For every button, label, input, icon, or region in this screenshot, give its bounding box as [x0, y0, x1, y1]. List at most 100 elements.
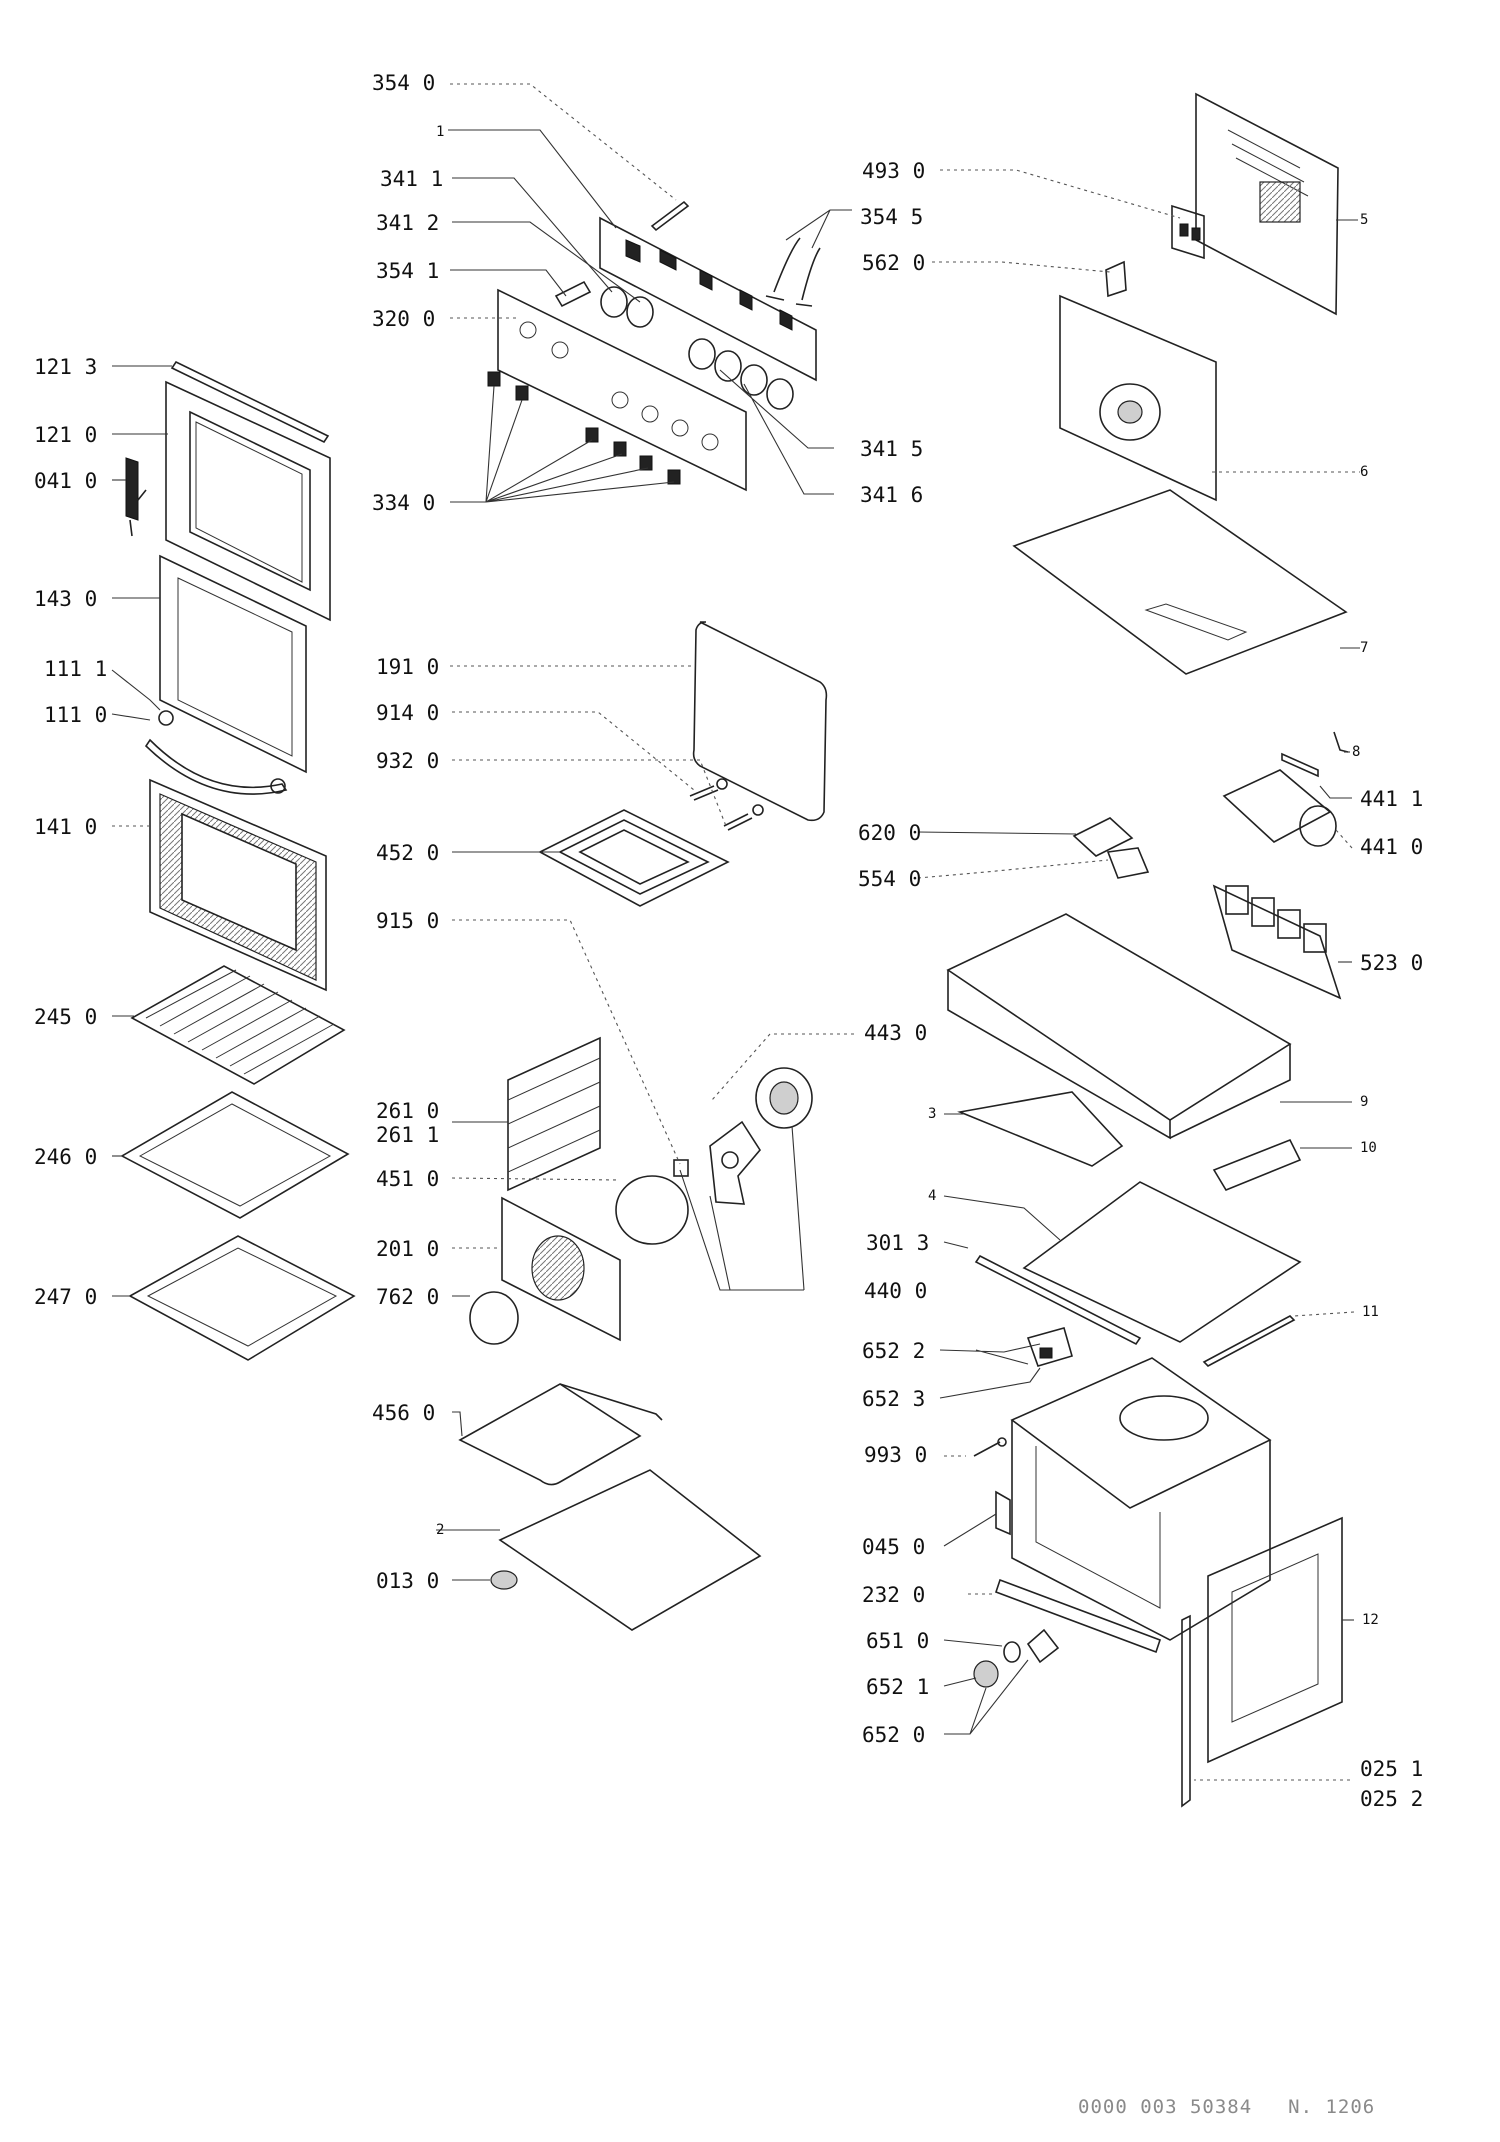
- cavity-bottom-panel: [498, 1469, 762, 1631]
- label-620-0: 620 0: [858, 821, 922, 845]
- label-7: 7: [1360, 640, 1369, 656]
- front-frame-232: [994, 1578, 1162, 1654]
- label-354-0: 354 0: [372, 71, 436, 95]
- base-heating-element: [458, 1383, 663, 1486]
- oven-cavity: [1010, 1357, 1272, 1641]
- hinge-receiver: [995, 1490, 1011, 1536]
- element-terminal-springs: [689, 778, 764, 831]
- cooling-fan-bracket: [1281, 752, 1319, 778]
- label-341-5: 341 5: [860, 437, 924, 461]
- label-245-0: 245 0: [34, 1005, 98, 1029]
- control-knobs: [487, 371, 681, 485]
- fan-nut: [673, 1159, 689, 1177]
- label-914-0: 914 0: [376, 701, 440, 725]
- label-191-0: 191 0: [376, 655, 440, 679]
- label-301-3: 301 3: [866, 1231, 930, 1255]
- label-141-0: 141 0: [34, 815, 98, 839]
- label-3: 3: [928, 1106, 937, 1122]
- label-320-0: 320 0: [372, 307, 436, 331]
- clip-8: [1333, 731, 1349, 753]
- label-8: 8: [1352, 744, 1361, 760]
- back-panel-with-fan-opening: [1059, 294, 1217, 502]
- label-334-0: 334 0: [372, 491, 436, 515]
- label-041-0: 041 0: [34, 469, 98, 493]
- top-cover-panel: [1012, 489, 1348, 675]
- baking-tray: [120, 1091, 350, 1219]
- terminal-connector: [1072, 817, 1134, 857]
- label-932-0: 932 0: [376, 749, 440, 773]
- bracket-10: [1212, 1138, 1302, 1191]
- label-143-0: 143 0: [34, 587, 98, 611]
- label-451-0: 451 0: [376, 1167, 440, 1191]
- inner-door-glass-frame: [159, 554, 307, 774]
- label-452-0: 452 0: [376, 841, 440, 865]
- foot: [490, 1570, 518, 1590]
- label-013-0: 013 0: [376, 1569, 440, 1593]
- label-915-0: 915 0: [376, 909, 440, 933]
- thermostat-bulb: [650, 200, 690, 232]
- label-554-0: 554 0: [858, 867, 922, 891]
- fan-motor: [755, 1067, 813, 1129]
- label-11: 11: [1362, 1304, 1379, 1320]
- label-201-0: 201 0: [376, 1237, 440, 1261]
- fan-cover-plate: [501, 1196, 621, 1342]
- lamp-cover: [1026, 1628, 1060, 1664]
- chassis-tray: [946, 913, 1292, 1140]
- label-111-1: 111 1: [44, 657, 108, 681]
- wire-shelf: [130, 965, 346, 1085]
- document-code: 0000 003 50384: [1078, 2096, 1253, 2118]
- side-rail-3: [957, 1091, 1124, 1167]
- door-seal-gasket: [692, 621, 828, 822]
- label-652-0: 652 0: [862, 1723, 926, 1747]
- label-993-0: 993 0: [864, 1443, 928, 1467]
- relay-board: [1212, 884, 1342, 1000]
- label-562-0: 562 0: [862, 251, 926, 275]
- label-443-0: 443 0: [864, 1021, 928, 1045]
- label-652-3: 652 3: [862, 1387, 926, 1411]
- label-247-0: 247 0: [34, 1285, 98, 1309]
- label-354-5: 354 5: [860, 205, 924, 229]
- screw: [973, 1437, 1007, 1457]
- label-12: 12: [1362, 1612, 1379, 1628]
- diagram-footer: 0000 003 50384 N. 1206: [1078, 2096, 1411, 2118]
- door-handle: [144, 710, 288, 795]
- label-2: 2: [436, 1522, 445, 1538]
- label-652-2: 652 2: [862, 1339, 926, 1363]
- switch-shaft: [554, 280, 592, 308]
- cooling-fan-motor: [1222, 769, 1337, 847]
- label-025-2: 025 2: [1360, 1787, 1424, 1811]
- grill-heating-element: [538, 809, 730, 907]
- rod-11: [1202, 1315, 1296, 1367]
- leader-lines: [111, 83, 1360, 1781]
- rear-panel: [1195, 92, 1339, 316]
- label-341-1: 341 1: [380, 167, 444, 191]
- label-523-0: 523 0: [1360, 951, 1424, 975]
- control-knob-discs: [600, 286, 794, 410]
- label-025-1: 025 1: [1360, 1757, 1424, 1781]
- label-9: 9: [1360, 1094, 1369, 1110]
- switch-554: [1106, 847, 1150, 879]
- side-shelf-runners: [507, 1036, 601, 1192]
- label-456-0: 456 0: [372, 1401, 436, 1425]
- label-441-1: 441 1: [1360, 787, 1424, 811]
- label-493-0: 493 0: [862, 159, 926, 183]
- thermal-cutout: [1105, 260, 1127, 298]
- page-number: N. 1206: [1288, 2096, 1376, 2118]
- label-440-0: 440 0: [864, 1279, 928, 1303]
- lamp-lens: [973, 1660, 999, 1688]
- label-121-0: 121 0: [34, 423, 98, 447]
- label-651-0: 651 0: [866, 1629, 930, 1653]
- label-354-1: 354 1: [376, 259, 440, 283]
- label-6: 6: [1360, 464, 1369, 480]
- label-5: 5: [1360, 212, 1369, 228]
- label-261-1: 261 1: [376, 1123, 440, 1147]
- label-045-0: 045 0: [862, 1535, 926, 1559]
- label-341-6: 341 6: [860, 483, 924, 507]
- label-441-0: 441 0: [1360, 835, 1424, 859]
- fan-cover-disc: [469, 1291, 519, 1345]
- fascia-panel: [497, 288, 747, 492]
- door-trim-strip: [170, 360, 330, 444]
- wire-harness: [765, 237, 821, 307]
- rail-301: [974, 1254, 1142, 1346]
